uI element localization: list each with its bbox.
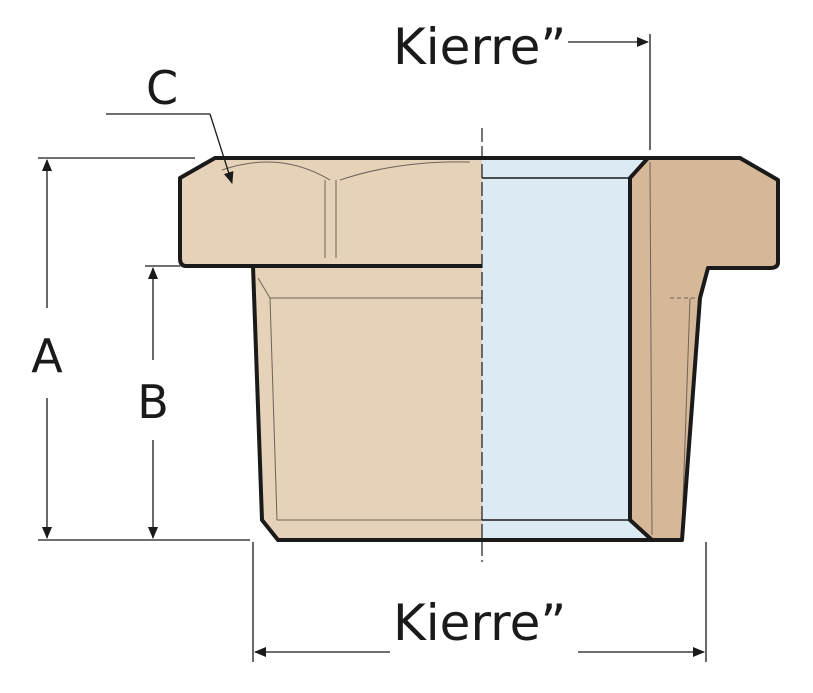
hex-flange-left — [180, 158, 482, 266]
dim-c-leader-arrow — [209, 113, 234, 184]
dimension-b: B — [137, 265, 180, 539]
threaded-shank-left — [253, 266, 482, 540]
section-wall-right — [630, 158, 778, 540]
thread-dimension-top: Kierre” — [393, 18, 651, 150]
thread-top-label: Kierre” — [393, 18, 566, 76]
inner-bore — [482, 158, 652, 540]
thread-bottom-label: Kierre” — [393, 594, 566, 652]
shank-chamfer-top — [257, 277, 271, 299]
hex-face-arc-right — [339, 161, 471, 181]
dim-b-label: B — [137, 375, 169, 429]
dimension-c: C — [106, 61, 234, 184]
shank-side-line — [269, 297, 278, 521]
dimension-a: A — [31, 157, 250, 541]
thread-dimension-bottom: Kierre” — [252, 542, 707, 662]
bushing-outline — [178, 156, 780, 542]
hex-face-arc-left — [221, 161, 331, 181]
bore-wall-outline — [628, 156, 654, 542]
wall-inner-line — [649, 161, 653, 536]
dim-c-label: C — [146, 61, 178, 115]
bushing-body — [178, 156, 780, 542]
wall-thread-line — [681, 297, 691, 531]
dim-a-label: A — [31, 329, 63, 383]
